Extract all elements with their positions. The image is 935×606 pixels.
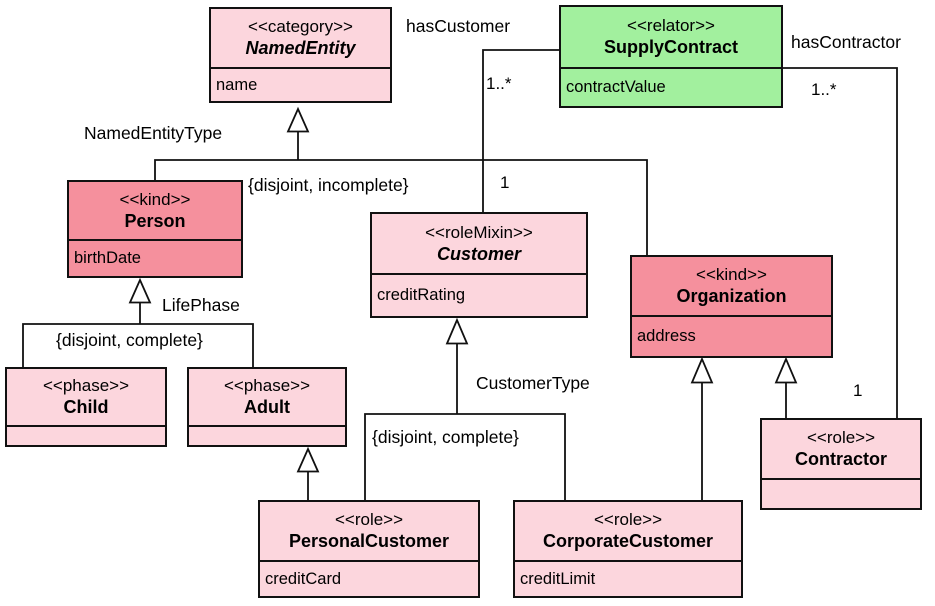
genset-constraint-lifephase: {disjoint, complete} (56, 330, 203, 350)
attribute-label: creditRating (377, 286, 466, 304)
class-name: CorporateCustomer (542, 531, 714, 552)
multiplicity-hascustomer-source: 1..* (486, 74, 512, 93)
attribute-label: contractValue (566, 78, 666, 96)
attribute-label: address (637, 327, 696, 345)
class-name: Customer (436, 243, 521, 264)
multiplicity-hascustomer-target: 1 (500, 173, 510, 192)
multiplicity-hascontractor-source: 1..* (811, 80, 837, 99)
stereotype-label: <<phase>> (223, 376, 311, 396)
class-name: Person (124, 210, 186, 231)
genset-name-customertype: CustomerType (476, 373, 590, 393)
stereotype-label: <<relator>> (627, 16, 715, 36)
stereotype-label: <<kind>> (696, 265, 767, 285)
class-name: Organization (676, 286, 787, 307)
genset-constraint-namedentitytype: {disjoint, incomplete} (248, 175, 409, 195)
association-name-hascustomer: hasCustomer (406, 16, 511, 36)
generalization-arrow-icon (445, 317, 469, 345)
class-name: SupplyContract (603, 37, 738, 58)
class-person: <<kind>> Person birthDate (67, 180, 243, 278)
class-child: <<phase>> Child (5, 367, 167, 447)
attribute-label: creditCard (265, 569, 342, 588)
class-name: Child (63, 397, 109, 418)
generalization-arrow-icon (690, 356, 714, 384)
stereotype-label: <<roleMixin>> (425, 222, 533, 242)
generalization-arrow-icon (128, 277, 152, 304)
generalization-arrow-icon (296, 446, 320, 473)
class-customer: <<roleMixin>> Customer creditRating (370, 212, 588, 318)
stereotype-label: <<role>> (806, 428, 876, 448)
stereotype-label: <<category>> (248, 17, 353, 37)
class-supplycontract: <<relator>> SupplyContract contractValue (559, 5, 783, 108)
class-name: Contractor (794, 449, 887, 470)
class-name: NamedEntity (245, 38, 356, 59)
multiplicity-hascontractor-target: 1 (853, 381, 863, 400)
genset-name-namedentitytype: NamedEntityType (84, 123, 223, 143)
generalization-arrow-icon (286, 106, 310, 133)
genset-constraint-customertype: {disjoint, complete} (372, 427, 519, 447)
attribute-label: birthDate (74, 249, 141, 267)
generalization-arrow-icon (774, 356, 798, 384)
class-contractor: <<role>> Contractor (760, 418, 922, 510)
stereotype-label: <<phase>> (42, 376, 130, 396)
stereotype-label: <<role>> (334, 510, 404, 530)
class-namedentity: <<category>> NamedEntity name (209, 7, 392, 103)
class-adult: <<phase>> Adult (187, 367, 347, 447)
association-hascontractor-line (783, 67, 898, 418)
attribute-label: name (216, 75, 258, 94)
stereotype-label: <<role>> (593, 510, 663, 530)
class-organization: <<kind>> Organization address (630, 255, 833, 358)
class-corporatecustomer: <<role>> CorporateCustomer creditLimit (513, 500, 743, 598)
genset-name-lifephase: LifePhase (162, 295, 240, 315)
attribute-label: creditLimit (520, 569, 596, 588)
class-name: PersonalCustomer (288, 531, 450, 552)
class-personalcustomer: <<role>> PersonalCustomer creditCard (258, 500, 480, 598)
association-name-hascontractor: hasContractor (791, 32, 901, 52)
stereotype-label: <<kind>> (119, 189, 191, 209)
class-name: Adult (244, 397, 290, 418)
